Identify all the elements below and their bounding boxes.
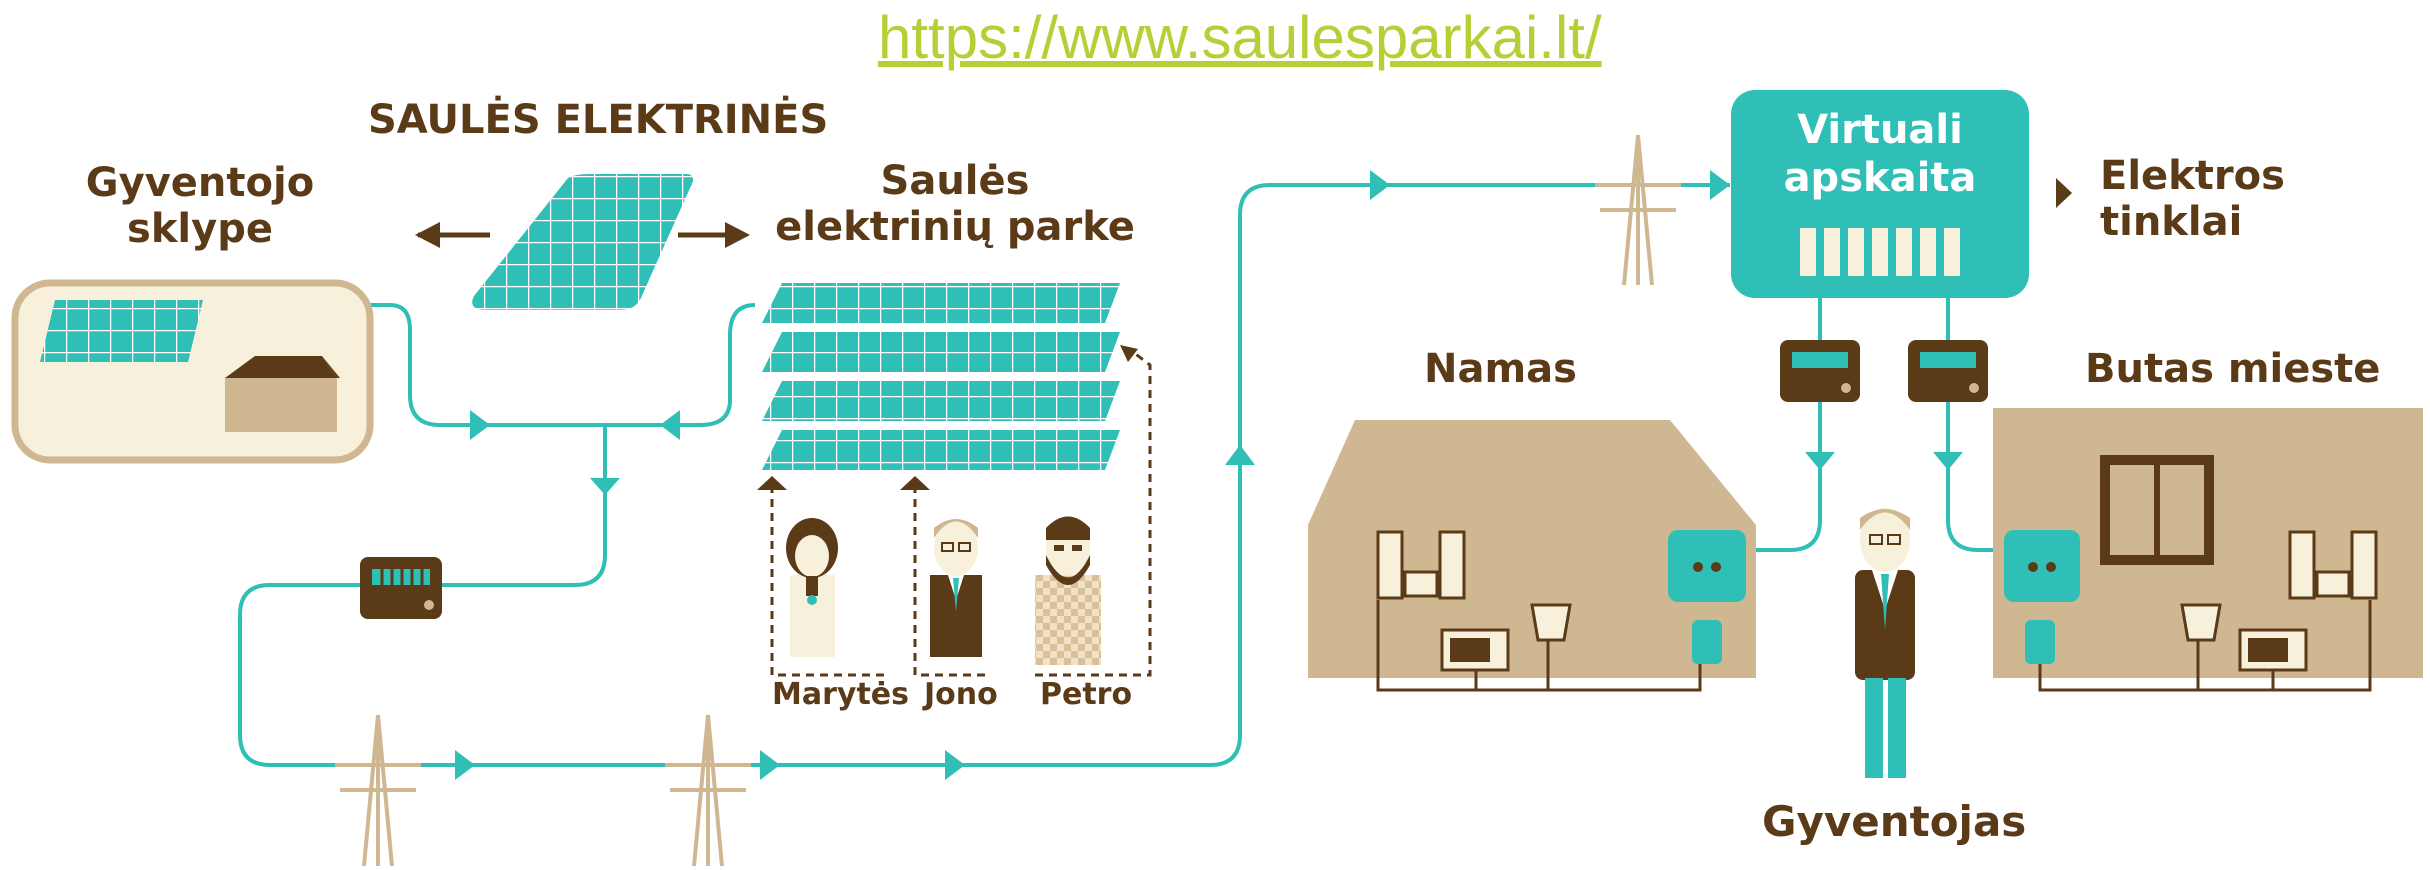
- plug-icon: [2025, 620, 2055, 664]
- ownership-lines: [770, 350, 1152, 677]
- power-pylon-icon: [665, 714, 751, 867]
- resident-label: Gyventojas: [1762, 797, 2027, 846]
- solar-plants-label: SAULĖS ELEKTRINĖS: [368, 97, 829, 143]
- resident-person-icon: [1855, 508, 1915, 778]
- kettle-icon: [1530, 603, 1572, 642]
- person-icon: [786, 518, 838, 657]
- person-3-label: Petro: [1040, 677, 1133, 712]
- speaker-icon: [2288, 530, 2316, 600]
- speaker-icon: [1438, 530, 1466, 600]
- speaker-icon: [2350, 530, 2378, 600]
- flow-arrows: [455, 170, 1963, 780]
- plot-solar-panel-icon: [40, 300, 203, 362]
- house-socket-line: [1745, 280, 1822, 552]
- house-building: [1308, 420, 1756, 692]
- ownership-arrows: [757, 345, 1138, 490]
- socket-icon: [2004, 530, 2080, 602]
- meter-icon: [1780, 340, 1860, 402]
- arrow-right-icon: [678, 222, 750, 248]
- person-2-label: Jono: [924, 677, 998, 712]
- virtual-accounting-label: Virtuali apskaita: [1783, 107, 1977, 201]
- person-icon: [930, 519, 982, 657]
- meter-display-icon: [1800, 228, 1960, 276]
- meter-icon: [360, 557, 442, 619]
- arrow-left-icon: [415, 222, 490, 248]
- meter-icon: [1908, 340, 1988, 402]
- plug-icon: [1692, 620, 1722, 664]
- grid-arrow-icon: [2056, 178, 2072, 208]
- house-label: Namas: [1424, 346, 1577, 392]
- power-pylon-icon: [1595, 134, 1681, 286]
- speaker-icon: [1376, 530, 1404, 600]
- power-pylon-icon: [335, 714, 421, 867]
- apartment-socket-line: [1946, 280, 2008, 552]
- resident-plot-label: Gyventojo sklype: [85, 160, 315, 252]
- solar-park-label: Saulės elektrinių parke: [775, 158, 1135, 250]
- solar-park-icon: [762, 283, 1120, 470]
- apartment-label: Butas mieste: [2085, 346, 2381, 392]
- main-line: [238, 183, 1730, 767]
- park-line: [600, 303, 756, 427]
- source-url-link[interactable]: https://www.saulesparkai.lt/: [878, 4, 1602, 71]
- solar-panel-icon: [472, 174, 694, 310]
- person-1-label: Marytės: [772, 677, 909, 712]
- socket-icon: [1668, 530, 1746, 602]
- kettle-icon: [2180, 603, 2222, 642]
- grid-label: Elektros tinklai: [2100, 153, 2285, 245]
- plot-line: [200, 303, 600, 427]
- apartment-building: [1993, 408, 2423, 692]
- person-icon: [1035, 516, 1101, 665]
- house-icon: [225, 356, 340, 432]
- power-flow-lines: [200, 183, 2008, 767]
